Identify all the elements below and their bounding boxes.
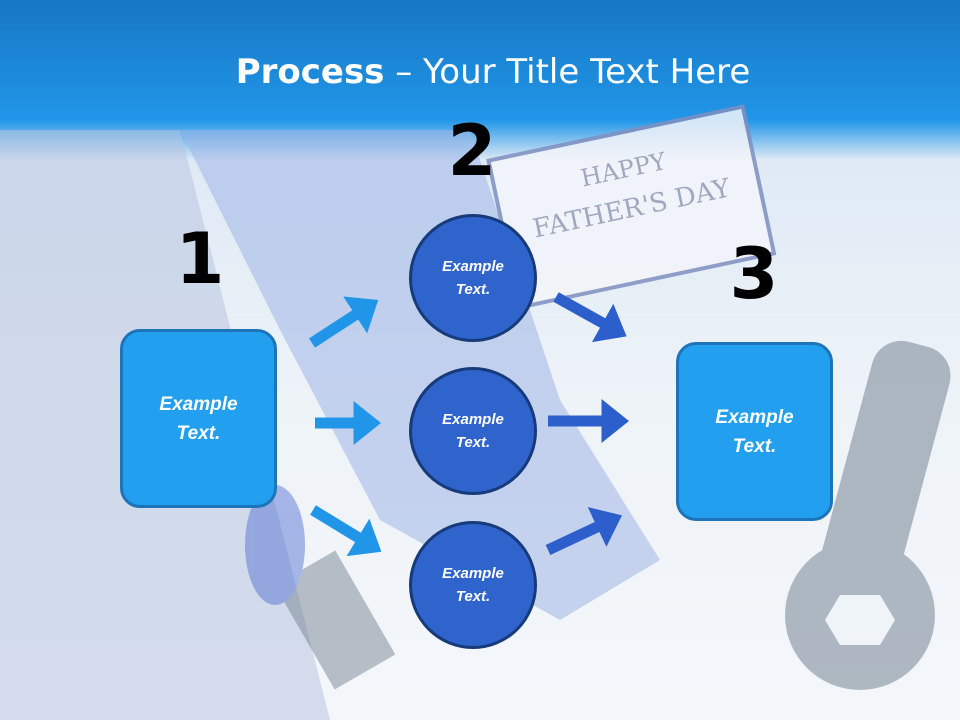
step1-text-line1: Example [159,393,238,415]
step3-text-line1: Example [715,406,794,428]
arrow-2c-to-3 [545,507,622,555]
step-number-2: 2 [447,110,497,192]
circle2-text-line2: Text. [455,434,491,451]
arrow-1-to-2c [310,505,382,557]
card-graphic: HAPPY FATHER'S DAY [486,104,777,310]
step-number-1: 1 [175,218,225,300]
slide-title: Process – Your Title Text Here [0,52,960,92]
title-bold: Process [235,52,385,92]
step-number-3: 3 [729,233,779,315]
circle3-text-line1: Example [442,565,504,582]
circle3-text-line2: Text. [455,588,491,605]
circle1-text-line1: Example [442,258,504,275]
wrench-graphic [785,340,951,690]
arrow-2a-to-3 [553,292,627,343]
title-rest: – Your Title Text Here [384,52,751,92]
arrow-1-to-2a [309,296,379,348]
step1-text-line2: Text. [176,422,221,444]
circle1-text-line2: Text. [455,281,491,298]
step3-text-line2: Text. [732,435,777,457]
bolt-graphic [245,485,396,690]
circle2-text-line1: Example [442,411,504,428]
